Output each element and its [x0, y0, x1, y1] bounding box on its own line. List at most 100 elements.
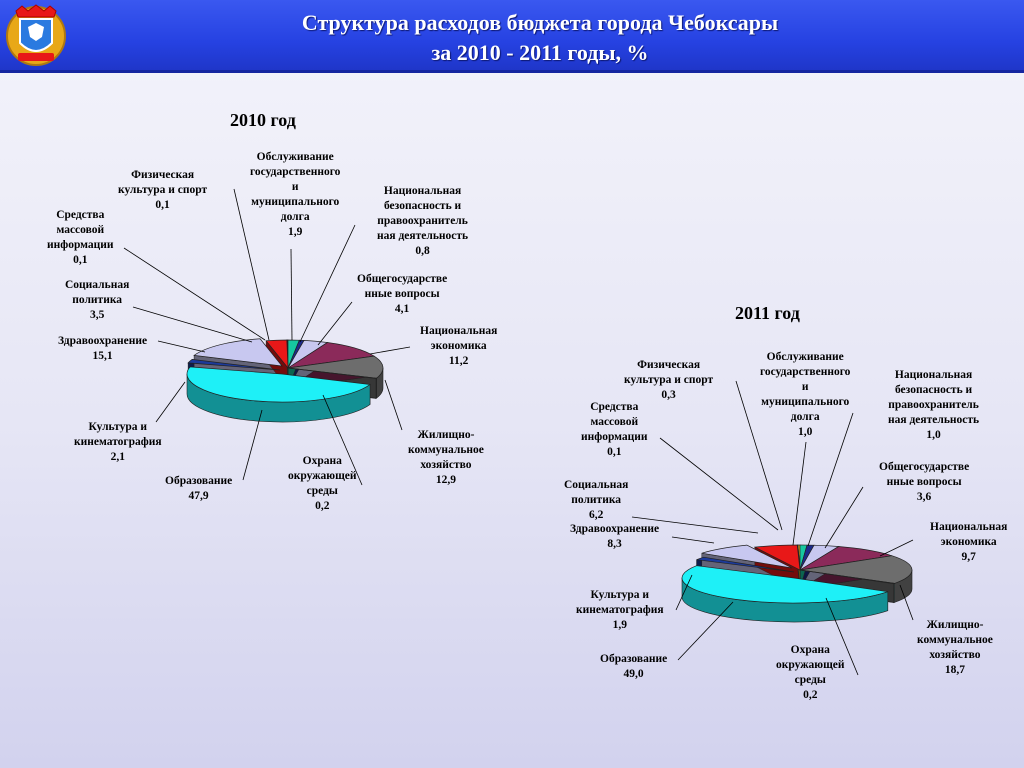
pie-chart-2010 [123, 188, 411, 486]
data-label-value: 4,1 [394, 303, 410, 315]
data-label-text: Культура и [88, 421, 148, 433]
data-label-value: 6,2 [588, 509, 604, 521]
data-label-value: 18,7 [944, 664, 966, 676]
data-label-text: коммунальное [917, 634, 993, 646]
data-label-value: 0,2 [315, 500, 330, 512]
data-label-text: ная деятельность [377, 230, 469, 242]
data-label-value: 0,1 [73, 254, 88, 266]
data-label-text: безопасность и [894, 384, 973, 396]
data-label-text: хозяйство [929, 649, 981, 661]
data-label-text: Здравоохранение [58, 335, 148, 347]
leader-line-culture [155, 381, 186, 423]
leader-line-security [299, 224, 356, 343]
data-label-value: 11,2 [448, 355, 469, 367]
data-label-text: Национальная [420, 325, 498, 337]
data-label-value: 1,9 [612, 619, 627, 631]
chart-title-2011: 2011 год [735, 303, 800, 323]
data-label-text: политика [571, 494, 622, 506]
leader-line-sport [233, 188, 270, 341]
data-label-text: правоохранитель [888, 399, 979, 411]
data-label-text: правоохранитель [377, 215, 468, 227]
data-label-text: окружающей [776, 659, 845, 671]
leader-line-debt [792, 441, 807, 546]
data-label-text: нные вопросы [364, 288, 440, 300]
data-label-text: и [801, 381, 809, 393]
data-label-text: ная деятельность [888, 414, 980, 426]
data-label-text: долга [280, 211, 310, 223]
chart-title-2010: 2010 год [230, 110, 296, 130]
data-label-text: среды [794, 674, 826, 686]
data-label-health: Здравоохранение 15,1 [58, 334, 147, 364]
leader-line-media [123, 247, 266, 341]
data-label-value: 15,1 [92, 350, 113, 362]
data-label-value: 0,2 [803, 689, 818, 701]
leader-line-debt [290, 248, 293, 341]
data-label-text: Социальная [564, 479, 629, 491]
data-label-text: кинематография [74, 436, 162, 448]
data-label-text: массовой [56, 224, 105, 236]
data-label-value: 0,1 [155, 199, 170, 211]
data-label-value: 1,0 [798, 426, 813, 438]
pie-slice-economy [287, 342, 376, 369]
data-label-text: муниципального [761, 396, 850, 408]
leader-line-environment [322, 394, 363, 486]
leader-line-economy [369, 346, 411, 355]
data-label-text: Общегосударстве [879, 461, 970, 473]
header-bar: Структура расходов бюджета города Чебокс… [0, 0, 1024, 73]
pie-chart-2011 [631, 380, 914, 676]
pie-slice-education [681, 565, 888, 604]
data-label-text: и [291, 181, 299, 193]
pie-slice-environment [287, 367, 378, 379]
pie-slice-social [753, 544, 801, 571]
page-title-line2: за 2010 - 2011 годы, % [431, 40, 649, 65]
data-label-text: государственного [760, 366, 851, 378]
pie-slice-housing [799, 555, 913, 584]
data-label-text: хозяйство [420, 459, 472, 471]
data-label-text: Физическая [131, 169, 195, 181]
data-label-text: культура и спорт [624, 374, 714, 386]
data-label-text: государственного [250, 166, 341, 178]
data-label-value: 0,8 [415, 245, 430, 257]
data-label-value: 0,1 [607, 446, 622, 458]
data-label-text: безопасность и [383, 200, 462, 212]
pie-slice-social [265, 339, 289, 370]
pie-slice-education [186, 366, 371, 403]
data-label-text: массовой [590, 416, 639, 428]
data-label-text: экономика [940, 536, 997, 548]
data-label-text: муниципального [251, 196, 340, 208]
pie-slice-housing [287, 355, 384, 379]
leader-line-media [659, 437, 779, 531]
leader-line-housing [899, 584, 914, 621]
city-coat-of-arms-icon [6, 4, 66, 66]
leader-line-environment [825, 597, 859, 676]
data-label-text: Образование [600, 653, 668, 665]
data-label-text: долга [790, 411, 820, 423]
data-label-text: коммунальное [408, 444, 484, 456]
leader-line-education [677, 601, 734, 661]
pie-slice-side-environment [893, 582, 895, 604]
data-label-text: Жилищно- [417, 429, 475, 441]
data-label-debt: Обслуживание государственного и муниципальн… [250, 150, 340, 240]
pie-slice-health [193, 338, 283, 367]
data-label-value: 12,9 [435, 474, 457, 486]
data-label-text: кинематография [576, 604, 664, 616]
leader-line-education [242, 409, 263, 481]
leader-line-social [132, 306, 253, 343]
data-label-text: окружающей [288, 470, 357, 482]
pie-slice-culture [187, 359, 281, 371]
data-label-text: Обслуживание [256, 151, 334, 163]
data-label-text: Физическая [637, 359, 701, 371]
